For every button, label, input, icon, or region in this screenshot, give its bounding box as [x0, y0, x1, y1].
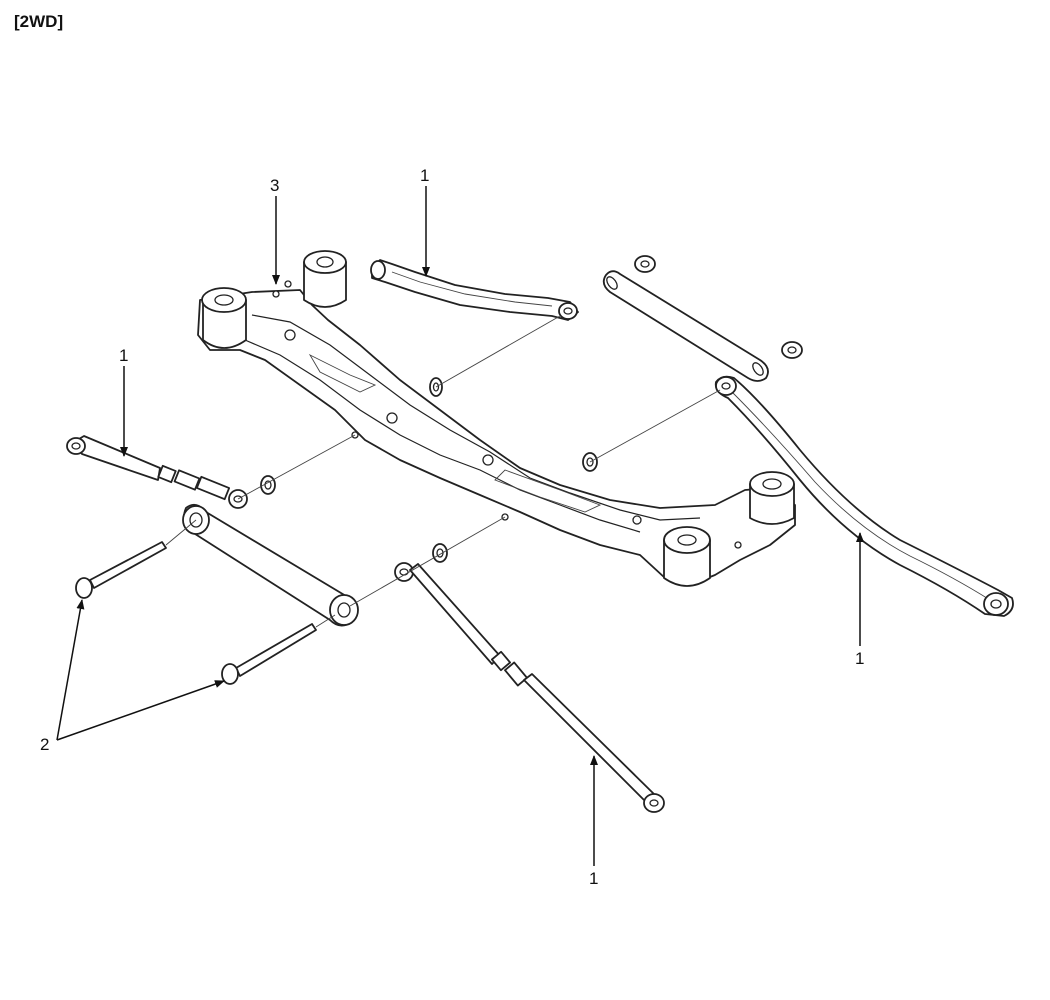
- upper-arm: [370, 259, 579, 321]
- bolt: [75, 541, 167, 599]
- callout-1-left-rod: 1: [119, 346, 128, 365]
- callout-2-bolts: 2: [40, 735, 49, 754]
- toe-adjust-rod: [66, 435, 248, 509]
- mount-bushing: [749, 471, 795, 525]
- callout-3: 3: [270, 176, 279, 195]
- mount-bushing: [663, 526, 711, 587]
- nut: [781, 341, 803, 359]
- diagram-title: [2WD]: [14, 12, 64, 31]
- trailing-link: [602, 255, 803, 382]
- lower-arm: [714, 375, 1014, 617]
- bolt: [221, 623, 317, 685]
- callout-1-center-rod: 1: [589, 869, 598, 888]
- callout-labels: 3 1 1 1 2 1: [40, 166, 864, 888]
- toe-adjust-rod: [394, 562, 665, 813]
- crossmember: [197, 250, 796, 587]
- assembly-axis-lines: [165, 315, 721, 628]
- callout-leaders: [56, 186, 864, 866]
- mount-bushing: [201, 287, 247, 349]
- mount-bushing: [303, 250, 347, 308]
- lateral-link: [182, 503, 359, 627]
- callout-1-lower-arm: 1: [855, 649, 864, 668]
- callout-1-upper-arm: 1: [420, 166, 429, 185]
- washer: [432, 543, 448, 563]
- nut: [634, 255, 656, 273]
